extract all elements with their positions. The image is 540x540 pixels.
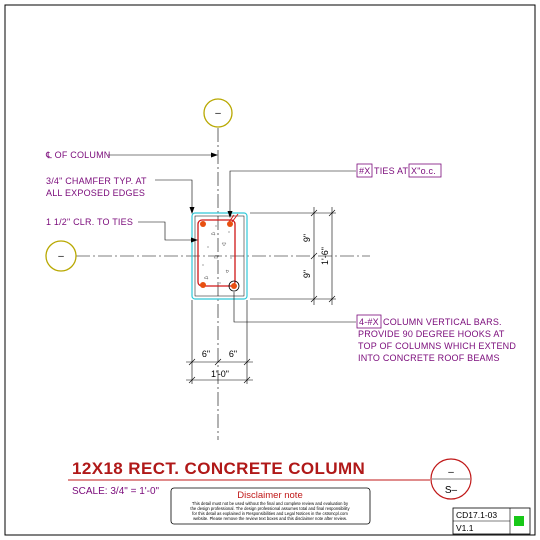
- status-indicator: [514, 516, 524, 526]
- centerline-note: ℄ OF COLUMN: [45, 150, 218, 160]
- dim-height-bottom: 9": [302, 270, 312, 278]
- dim-width-right: 6": [229, 349, 237, 359]
- disclaimer-line4: website. Please remove the review text b…: [193, 516, 347, 521]
- clear-cover-note: 1 1/2" CLR. TO TIES: [46, 217, 198, 243]
- bars-line1: COLUMN VERTICAL BARS.: [383, 317, 502, 327]
- version-number: V1.1: [456, 523, 474, 533]
- rebar-top-left: [200, 221, 206, 227]
- section-bubble-bottom: S–: [445, 485, 458, 496]
- disclaimer-line1: This detail must not be used without the…: [192, 501, 349, 506]
- bars-tag: 4-#X: [359, 317, 379, 327]
- bars-line4: INTO CONCRETE ROOF BEAMS: [358, 353, 500, 363]
- column-face: [194, 215, 245, 297]
- scale-text: SCALE: 3/4" = 1'-0": [72, 486, 160, 497]
- bars-line2: PROVIDE 90 DEGREE HOOKS AT: [358, 329, 505, 339]
- chamfer-note-line2: ALL EXPOSED EDGES: [46, 188, 145, 198]
- section-bubble: – S–: [430, 458, 472, 500]
- rebar-bottom-right: [231, 283, 237, 289]
- centerline-note-text: ℄ OF COLUMN: [45, 150, 110, 160]
- grid-bubble-left: –: [45, 240, 77, 272]
- rebar-bottom-left: [200, 282, 206, 288]
- ties-spacing: X"o.c.: [411, 166, 436, 176]
- detail-title: 12X18 RECT. CONCRETE COLUMN: [72, 459, 365, 478]
- disclaimer-line3: for this detail as explained in Responsi…: [192, 511, 348, 516]
- rebar-bottom-right-ring: [228, 280, 240, 292]
- column-outline: [191, 212, 248, 300]
- grid-bubble-top: –: [203, 98, 233, 128]
- ties-note: #X TIES AT X"o.c.: [227, 163, 442, 218]
- height-dimensions: [250, 207, 336, 305]
- concrete-dots: [202, 225, 232, 284]
- detail-number-block: CD17.1-03 V1.1: [452, 507, 531, 535]
- ties-tag: #X: [359, 166, 370, 176]
- dim-height-total: 1'-6": [320, 247, 330, 265]
- grid-bubble-left-label: –: [58, 251, 64, 262]
- tie-hook: [228, 213, 239, 223]
- dim-width-left: 6": [202, 349, 210, 359]
- grid-bubble-top-label: –: [215, 108, 221, 119]
- chamfer-note-line1: 3/4" CHAMFER TYP. AT: [46, 176, 147, 186]
- chamfer-note: 3/4" CHAMFER TYP. AT ALL EXPOSED EDGES: [46, 176, 195, 214]
- detail-number: CD17.1-03: [456, 510, 497, 520]
- tie-outline: [197, 219, 236, 287]
- dim-height-top: 9": [302, 234, 312, 242]
- sheet-border: [4, 4, 536, 536]
- dim-width-total: 1'-0": [211, 369, 229, 379]
- ties-text: TIES AT: [374, 166, 409, 176]
- width-dimensions: [186, 300, 253, 384]
- bars-note: 4-#X COLUMN VERTICAL BARS. PROVIDE 90 DE…: [233, 292, 516, 363]
- section-bubble-top: –: [448, 467, 454, 478]
- bars-line3: TOP OF COLUMNS WHICH EXTEND: [358, 341, 516, 351]
- disclaimer-line2: the design professional. The design prof…: [190, 506, 350, 511]
- concrete-hatch: [203, 231, 230, 280]
- rebar-top-right: [227, 221, 233, 227]
- disclaimer-box: Disclaimer note This detail must not be …: [170, 487, 371, 525]
- disclaimer-heading: Disclaimer note: [237, 490, 302, 501]
- clear-cover-note-text: 1 1/2" CLR. TO TIES: [46, 217, 133, 227]
